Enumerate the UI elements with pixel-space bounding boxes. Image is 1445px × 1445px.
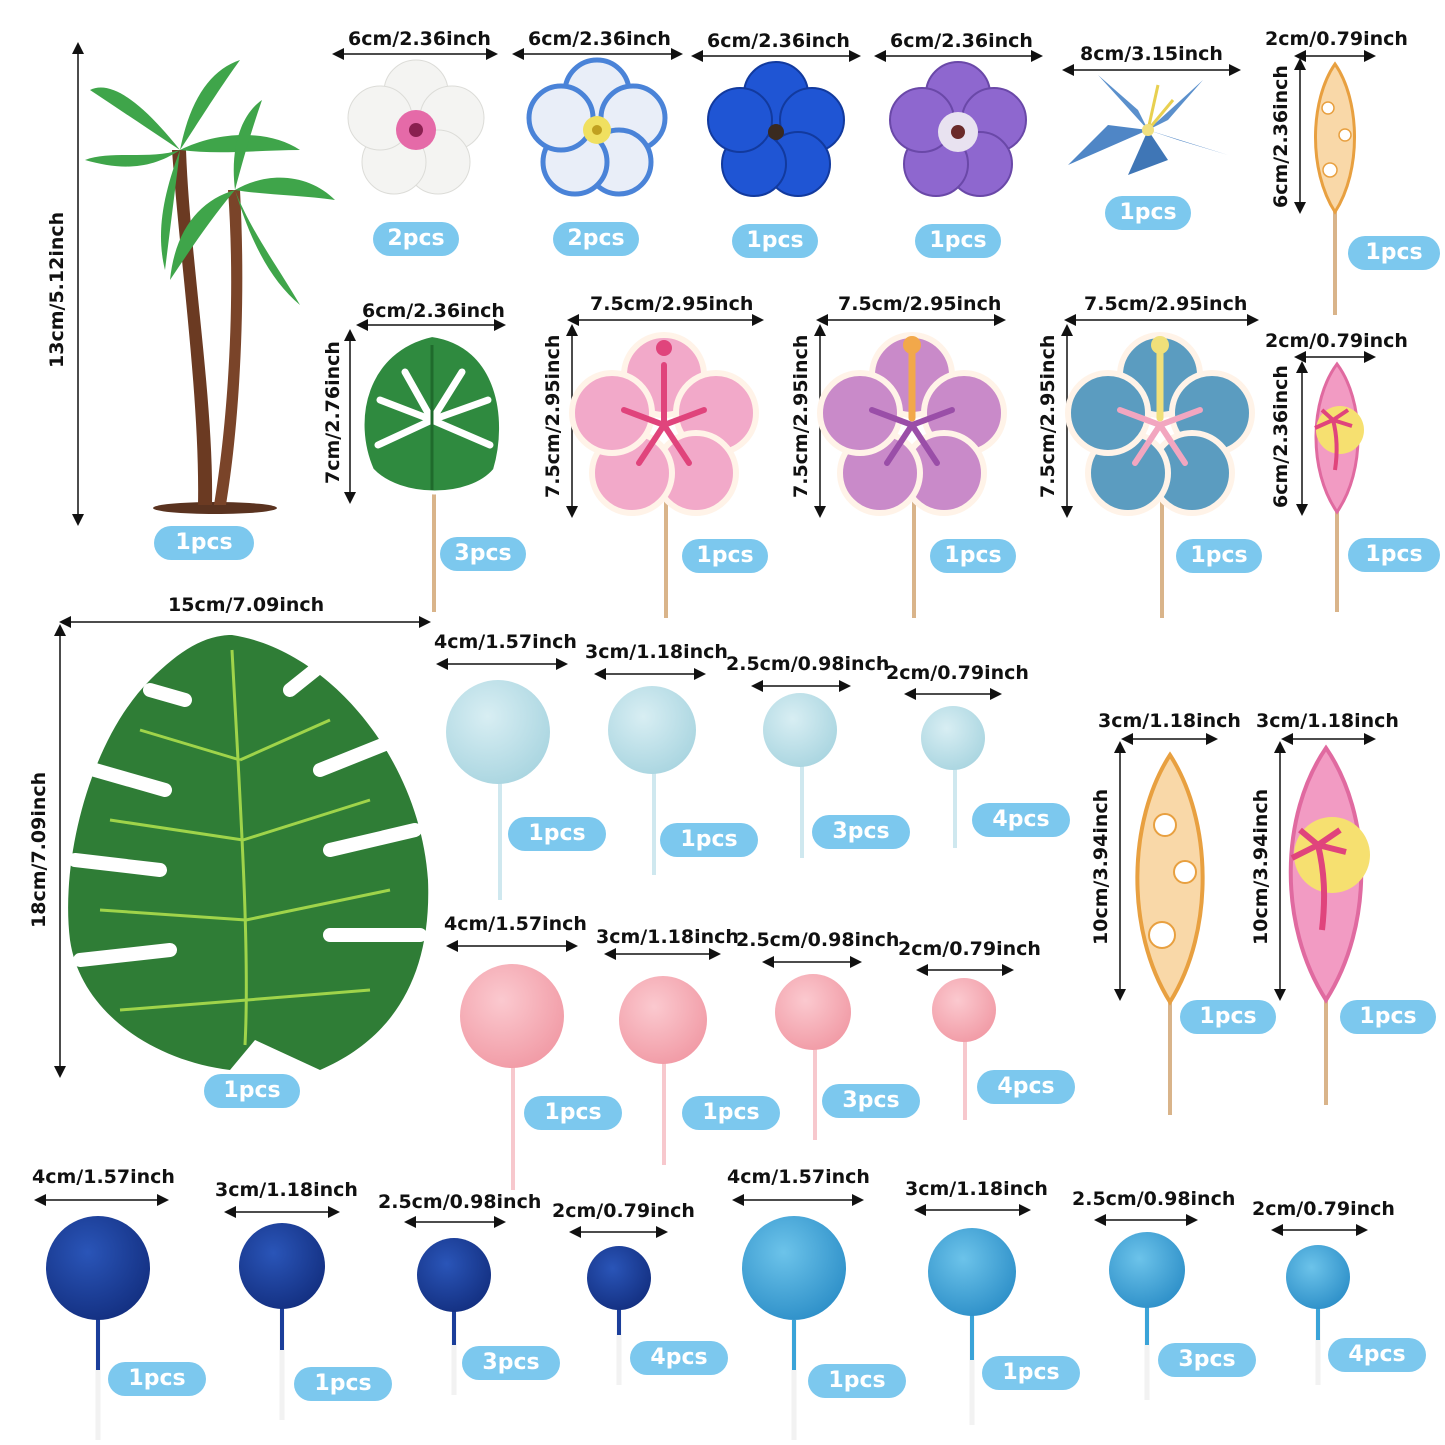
blue-hibiscus-pick-width-label: 7.5cm/2.95inch: [1084, 293, 1248, 315]
dark-blue-ball-25-width-label: 2.5cm/0.98inch: [378, 1191, 542, 1213]
purple-flower-qty-badge: 1pcs: [915, 224, 1001, 258]
monstera-leaf-qty-badge: 1pcs: [204, 1074, 300, 1108]
pink-ball-3-qty-badge: 1pcs: [682, 1096, 780, 1130]
white-pink-flower-width-label: 6cm/2.36inch: [348, 28, 491, 50]
small-surfboard-yellow-qty-badge: 1pcs: [1348, 236, 1440, 270]
palm-tree-illustration: [85, 60, 335, 514]
pink-ball-4-width-label: 4cm/1.57inch: [444, 913, 587, 935]
monstera-leaf-illustration: [68, 635, 429, 1070]
dark-blue-ball-4-qty-badge: 1pcs: [108, 1362, 206, 1396]
dark-blue-ball-4-width-label: 4cm/1.57inch: [32, 1166, 175, 1188]
sky-blue-ball-25-width-label: 2.5cm/0.98inch: [1072, 1188, 1236, 1210]
flower-illustrations: [347, 57, 1228, 197]
pink-ball-2-qty-badge: 4pcs: [977, 1070, 1075, 1104]
pink-ball-25-qty-badge: 3pcs: [822, 1084, 920, 1118]
blue-hibiscus-pick-height-label: 7.5cm/2.95inch: [1037, 334, 1059, 498]
pink-ball-2-width-label: 2cm/0.79inch: [898, 938, 1041, 960]
light-blue-ball-2-width-label: 2cm/0.79inch: [886, 662, 1029, 684]
monstera-pick-height-label: 7cm/2.76inch: [322, 341, 344, 484]
sky-blue-ball-4-qty-badge: 1pcs: [808, 1364, 906, 1398]
monstera-pick-qty-badge: 3pcs: [440, 537, 526, 571]
small-surfboard-pink-illustration: [1314, 361, 1364, 612]
white-blue-flower-width-label: 6cm/2.36inch: [528, 28, 671, 50]
dark-blue-ball-2-width-label: 2cm/0.79inch: [552, 1200, 695, 1222]
blue-flower-width-label: 6cm/2.36inch: [707, 30, 850, 52]
monstera-leaf-height-label: 18cm/7.09inch: [28, 771, 50, 928]
palm-tree-qty-badge: 1pcs: [154, 526, 254, 560]
blue-flower-qty-badge: 1pcs: [732, 224, 818, 258]
large-surfboard-pink-qty-badge: 1pcs: [1340, 1000, 1436, 1034]
small-surfboard-yellow-width-label: 2cm/0.79inch: [1265, 28, 1408, 50]
pink-ball-4-qty-badge: 1pcs: [524, 1096, 622, 1130]
pink-ball-25-width-label: 2.5cm/0.98inch: [736, 929, 900, 951]
light-blue-ball-25-width-label: 2.5cm/0.98inch: [726, 653, 890, 675]
pink-hibiscus-pick-width-label: 7.5cm/2.95inch: [590, 293, 754, 315]
blue-lily-qty-badge: 1pcs: [1105, 196, 1191, 230]
large-surfboard-pink-height-label: 10cm/3.94inch: [1250, 788, 1272, 945]
pink-hibiscus-pick-height-label: 7.5cm/2.95inch: [542, 334, 564, 498]
light-blue-ball-2-qty-badge: 4pcs: [972, 803, 1070, 837]
light-blue-ball-25-qty-badge: 3pcs: [812, 815, 910, 849]
small-surfboard-pink-width-label: 2cm/0.79inch: [1265, 330, 1408, 352]
large-surfboard-pink-width-label: 3cm/1.18inch: [1256, 710, 1399, 732]
sky-blue-ball-2-qty-badge: 4pcs: [1328, 1338, 1426, 1372]
purple-hibiscus-pick-height-label: 7.5cm/2.95inch: [790, 334, 812, 498]
ball-topper-illustrations: [46, 680, 1350, 1440]
dark-blue-ball-25-qty-badge: 3pcs: [462, 1346, 560, 1380]
light-blue-ball-3-qty-badge: 1pcs: [660, 823, 758, 857]
blue-hibiscus-pick-qty-badge: 1pcs: [1176, 539, 1262, 573]
palm-tree-height-label: 13cm/5.12inch: [46, 211, 68, 368]
large-surfboard-yellow-height-label: 10cm/3.94inch: [1090, 788, 1112, 945]
small-surfboard-yellow-height-label: 6cm/2.36inch: [1270, 65, 1292, 208]
sky-blue-ball-25-qty-badge: 3pcs: [1158, 1343, 1256, 1377]
dark-blue-ball-3-width-label: 3cm/1.18inch: [215, 1179, 358, 1201]
sky-blue-ball-3-qty-badge: 1pcs: [982, 1356, 1080, 1390]
small-surfboard-yellow-illustration: [1314, 61, 1356, 315]
monstera-pick-width-label: 6cm/2.36inch: [362, 300, 505, 322]
light-blue-ball-3-width-label: 3cm/1.18inch: [585, 641, 728, 663]
dark-blue-ball-3-qty-badge: 1pcs: [294, 1367, 392, 1401]
purple-hibiscus-pick-qty-badge: 1pcs: [930, 539, 1016, 573]
monstera-pick-illustration: [360, 332, 504, 612]
purple-flower-width-label: 6cm/2.36inch: [890, 30, 1033, 52]
light-blue-ball-4-width-label: 4cm/1.57inch: [434, 631, 577, 653]
small-surfboard-pink-qty-badge: 1pcs: [1348, 538, 1440, 572]
monstera-leaf-width-label: 15cm/7.09inch: [168, 594, 325, 616]
sky-blue-ball-2-width-label: 2cm/0.79inch: [1252, 1198, 1395, 1220]
purple-hibiscus-pick-width-label: 7.5cm/2.95inch: [838, 293, 1002, 315]
large-surfboard-illustrations: [1135, 744, 1370, 1115]
large-surfboard-yellow-width-label: 3cm/1.18inch: [1098, 710, 1241, 732]
light-blue-ball-4-qty-badge: 1pcs: [508, 817, 606, 851]
small-surfboard-pink-height-label: 6cm/2.36inch: [1270, 365, 1292, 508]
white-blue-flower-qty-badge: 2pcs: [553, 222, 639, 256]
dark-blue-ball-2-qty-badge: 4pcs: [630, 1341, 728, 1375]
pink-hibiscus-pick-qty-badge: 1pcs: [682, 539, 768, 573]
large-surfboard-yellow-qty-badge: 1pcs: [1180, 1000, 1276, 1034]
white-pink-flower-qty-badge: 2pcs: [373, 222, 459, 256]
blue-lily-width-label: 8cm/3.15inch: [1080, 43, 1223, 65]
sky-blue-ball-4-width-label: 4cm/1.57inch: [727, 1166, 870, 1188]
hibiscus-pick-illustrations: [569, 332, 1255, 618]
sky-blue-ball-3-width-label: 3cm/1.18inch: [905, 1178, 1048, 1200]
pink-ball-3-width-label: 3cm/1.18inch: [596, 926, 739, 948]
